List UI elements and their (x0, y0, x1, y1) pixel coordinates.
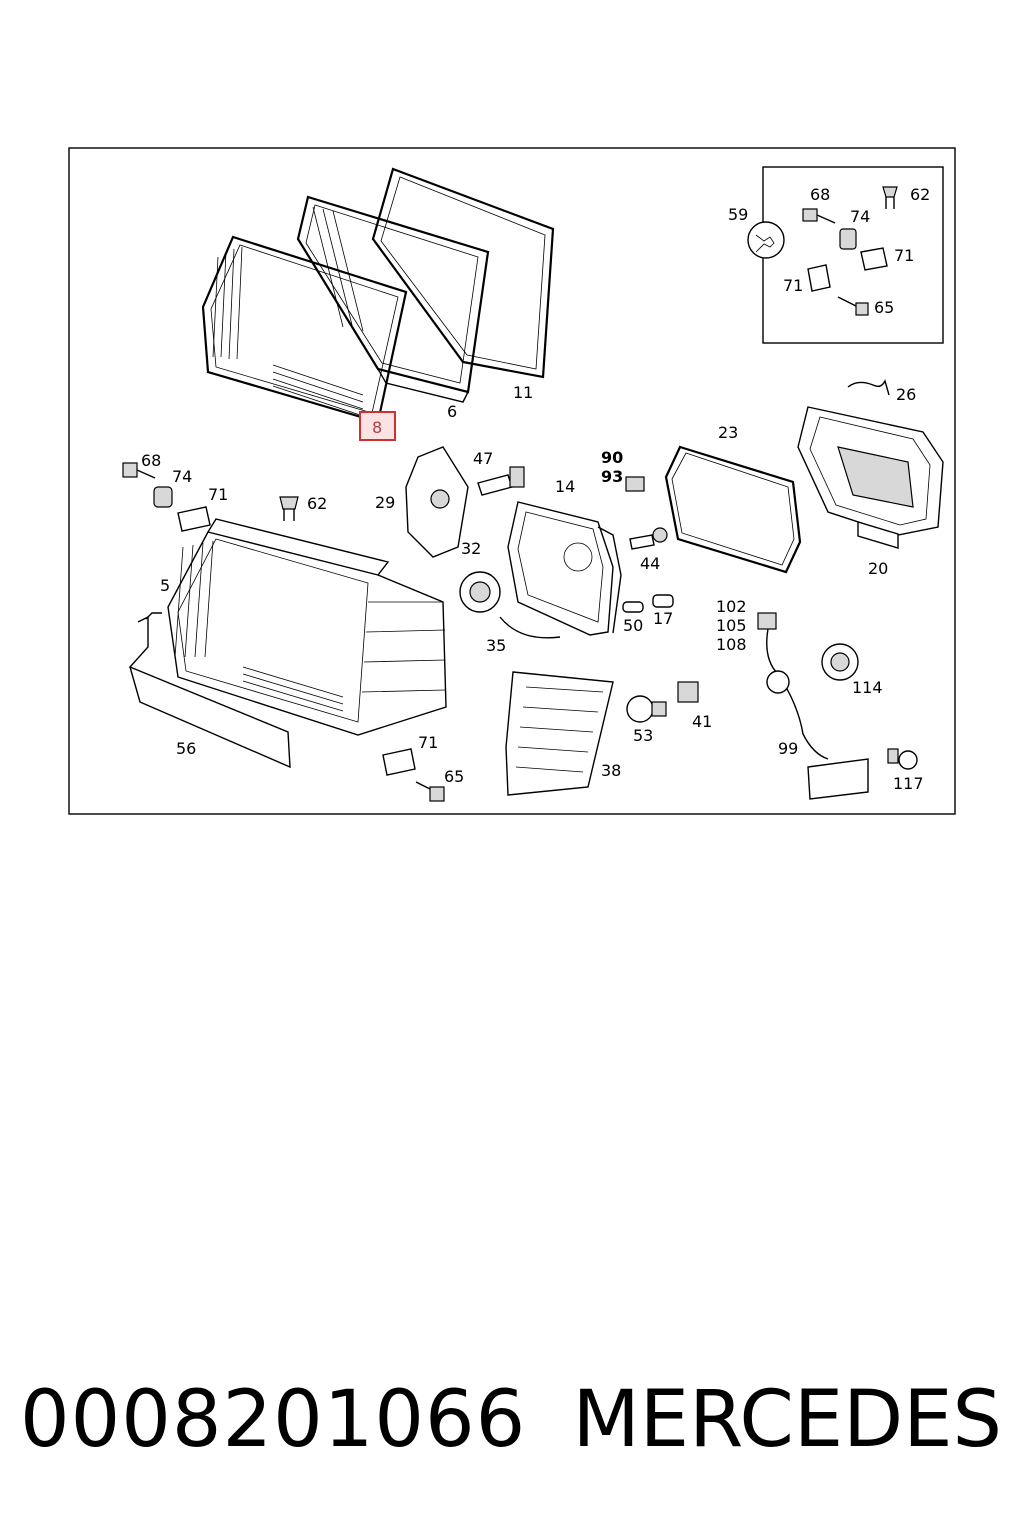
label-71: 71 (894, 246, 914, 265)
spring-clip-icon (177, 506, 211, 532)
label-8: 8 (372, 418, 382, 437)
part-number: 0008201066 (20, 1375, 527, 1465)
spring-clip-icon (807, 264, 831, 292)
clip-icon (882, 186, 898, 209)
label-17: 17 (653, 609, 673, 628)
label-90: 90 (601, 448, 623, 467)
label-14: 14 (555, 477, 575, 496)
label-65: 65 (444, 767, 464, 786)
label-74: 74 (850, 207, 870, 226)
label-23: 23 (718, 423, 738, 442)
headlight-glass-8 (201, 235, 408, 424)
connector-icon (625, 476, 645, 492)
clip-icon (279, 496, 299, 521)
label-102: 102 (716, 597, 747, 616)
label-93: 93 (601, 467, 623, 486)
label-41: 41 (692, 712, 712, 731)
reflector-housing-14 (507, 501, 622, 636)
label-74: 74 (172, 467, 192, 486)
headlight-lens-6 (296, 195, 490, 403)
label-62: 62 (910, 185, 930, 204)
label-108: 108 (716, 635, 747, 654)
mounting-bracket-56 (128, 612, 291, 769)
diagram-border (68, 147, 956, 815)
headlight-assembly-5 (167, 518, 447, 736)
label-99: 99 (778, 739, 798, 758)
label-47: 47 (473, 449, 493, 468)
screw-icon (837, 296, 869, 316)
hardware-inset-box: 59 68 62 74 71 71 65 (728, 166, 944, 344)
label-62: 62 (307, 494, 327, 513)
bulb-icon (887, 748, 918, 770)
label-117: 117 (893, 774, 924, 793)
lens-frame-11 (371, 167, 555, 379)
bulb-icon (622, 601, 644, 613)
screw-icon (122, 462, 156, 479)
label-26: 26 (896, 385, 916, 404)
screw-icon (802, 208, 836, 224)
label-68: 68 (141, 451, 161, 470)
screw-icon (415, 781, 445, 802)
footer: 0008201066 MERCEDES (0, 1370, 1024, 1470)
label-44: 44 (640, 554, 660, 573)
spring-clip-icon (860, 247, 888, 271)
label-65: 65 (874, 298, 894, 317)
reflector-cover-29 (405, 446, 469, 558)
label-11: 11 (513, 383, 533, 402)
headlight-housing-20 (797, 406, 944, 549)
bulb-icon (652, 594, 674, 608)
label-105: 105 (716, 616, 747, 635)
label-56: 56 (176, 739, 196, 758)
nut-icon (153, 486, 173, 508)
bulb-icon (626, 695, 667, 723)
spring-clip-icon (382, 748, 416, 776)
nut-icon (839, 228, 857, 250)
wiring-harness-99 (757, 612, 869, 800)
label-71: 71 (418, 733, 438, 752)
label-32: 32 (461, 539, 481, 558)
brand-name: MERCEDES (572, 1375, 1003, 1465)
label-5: 5 (160, 576, 170, 595)
highlight-box (359, 411, 396, 441)
label-35: 35 (486, 636, 506, 655)
bulb-icon (629, 527, 668, 550)
label-71: 71 (783, 276, 803, 295)
gasket-23 (664, 445, 802, 574)
label-114: 114 (852, 678, 883, 697)
label-50: 50 (623, 616, 643, 635)
label-71: 71 (208, 485, 228, 504)
wire-icon (847, 379, 890, 396)
turn-signal-lens-38 (505, 671, 614, 796)
label-20: 20 (868, 559, 888, 578)
bulb-icon (477, 466, 525, 496)
label-59: 59 (728, 205, 748, 224)
socket-icon (677, 681, 699, 703)
grommet-35 (459, 571, 561, 639)
label-29: 29 (375, 493, 395, 512)
parts-diagram: 59 68 62 74 71 71 65 11 6 8 68 74 71 62 (68, 147, 956, 815)
label-38: 38 (601, 761, 621, 780)
label-68: 68 (810, 185, 830, 204)
label-53: 53 (633, 726, 653, 745)
grommet-114 (821, 643, 859, 681)
label-6: 6 (447, 402, 457, 421)
